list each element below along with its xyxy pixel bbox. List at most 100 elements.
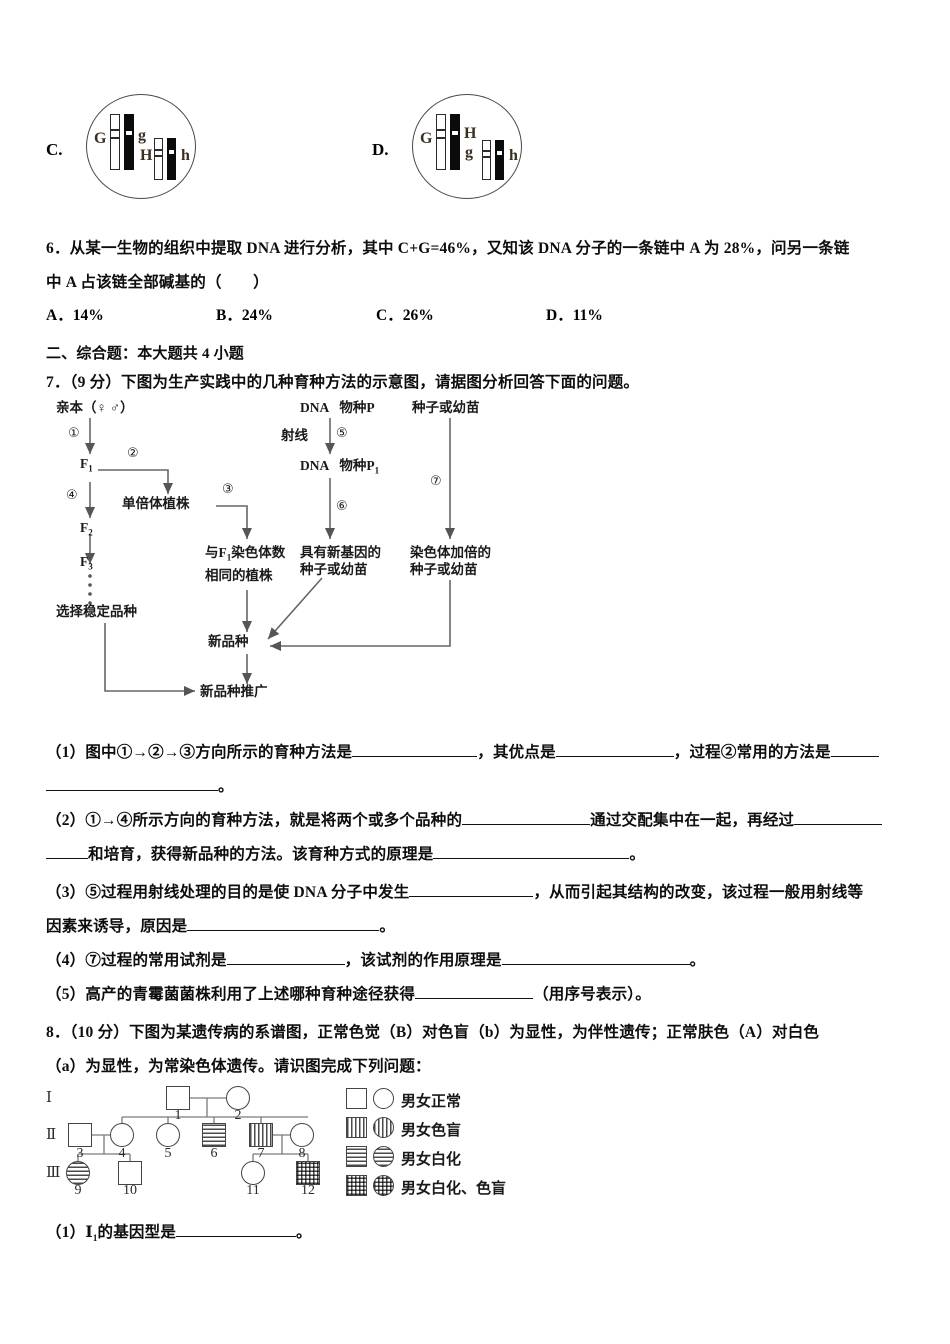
pedigree-number-7: 7 — [257, 1146, 265, 1161]
pedigree-number-2: 2 — [234, 1108, 242, 1123]
q7-sub2-part3: 和培育，获得新品种的方法。该育种方式的原理是 — [88, 846, 434, 863]
step-number-3: ③ — [222, 482, 234, 497]
answer-blank-10[interactable] — [501, 949, 690, 965]
legend-circle-normal — [373, 1088, 394, 1109]
option-d-label: D. — [372, 140, 389, 159]
answer-blank-8[interactable] — [187, 915, 380, 931]
gene-label-H-c: H — [140, 147, 153, 164]
pedigree-number-6: 6 — [210, 1146, 218, 1161]
q7-sub5-part2: （用序号表示）。 — [533, 986, 651, 1003]
answer-blank-7[interactable] — [409, 881, 534, 897]
option-d-figure: D. G H g h — [370, 92, 570, 200]
option-a-value: 14% — [72, 307, 104, 324]
q7-sub2-line2: 和培育，获得新品种的方法。该育种方式的原理是 。 — [46, 838, 645, 872]
node-stable-variety: 选择稳定品种 — [56, 604, 137, 619]
q7-sub3-part2: ，从而引起其结构的改变，该过程一般用射线等 — [533, 884, 864, 901]
step-number-7: ⑦ — [430, 474, 442, 489]
chromosome-short-black-d — [495, 140, 504, 180]
option-d-key: D． — [546, 307, 573, 324]
question7-stem: 7．（9 分）下图为生产实践中的几种育种方法的示意图，请据图分析回答下面的问题。 — [46, 374, 640, 391]
option-c-figure: C. G g H h — [44, 92, 244, 200]
q7-sub2-line1: （2）①→④所示方向的育种方法，就是将两个或多个品种的 通过交配集中在一起，再经过 — [46, 804, 926, 838]
q7-sub5: （5）高产的青霉菌菌株利用了上述哪种育种途径获得（用序号表示）。 — [46, 978, 651, 1012]
answer-blank-11[interactable] — [415, 983, 534, 999]
answer-blank-5[interactable] — [794, 809, 883, 825]
legend-label-colorblind: 男女色盲 — [401, 1123, 462, 1139]
q7-sub1-part3: ，过程②常用的方法是 — [673, 744, 831, 761]
node-f1: F1 — [80, 456, 93, 474]
node-new-variety: 新品种 — [208, 634, 249, 649]
pedigree-legend: 男女正常 男女色盲 男女白化 男女白化、色盲 — [346, 1086, 576, 1208]
answer-blank-4[interactable] — [462, 809, 591, 825]
answer-blank-3b[interactable] — [46, 775, 218, 791]
pedigree-individual-2 — [226, 1086, 250, 1110]
option-c-label: C. — [46, 140, 63, 159]
pedigree-individual-12 — [296, 1161, 320, 1185]
pedigree-individual-4 — [110, 1123, 134, 1147]
chromosome-short-white-c — [154, 138, 163, 180]
answer-blank-5b[interactable] — [46, 843, 88, 859]
pedigree-individual-7 — [249, 1123, 273, 1147]
question8-line2: （a）为显性，为常染色体遗传。请识图完成下列问题： — [46, 1058, 431, 1075]
cell-outline-d — [412, 94, 522, 199]
pedigree-number-12: 12 — [301, 1183, 315, 1198]
node-parent: 亲本（♀ ♂） — [56, 400, 134, 415]
q7-sub2-part2: 通过交配集中在一起，再经过 — [590, 812, 795, 829]
legend-label-normal: 男女正常 — [401, 1094, 462, 1110]
legend-square-normal — [346, 1088, 367, 1109]
cell-outline-c — [86, 94, 196, 199]
q8-sub1-part1: （1）Ⅰ1的基因型是 — [46, 1224, 177, 1244]
pedigree-individual-1 — [166, 1086, 190, 1110]
node-dna-species-p1: DNA 物种P1 — [300, 458, 380, 476]
answer-blank-3[interactable] — [830, 741, 879, 757]
node-same-chromosome-plant: 与F1染色体数相同的植株 — [205, 545, 286, 583]
answer-blank-6[interactable] — [433, 843, 630, 859]
gene-label-h-d: h — [509, 147, 518, 164]
q7-sub3-line2: 因素来诱导，原因是。 — [46, 910, 395, 944]
legend-square-colorblind — [346, 1117, 367, 1138]
legend-label-both: 男女白化、色盲 — [401, 1181, 507, 1197]
option-b[interactable]: B．24% — [216, 303, 273, 325]
gene-label-H-d: H — [464, 125, 477, 142]
q7-sub3-part1: （3）⑤过程用射线处理的目的是使 DNA 分子中发生 — [46, 884, 410, 901]
gene-label-G-c: G — [94, 130, 107, 147]
section2-heading: 二、综合题：本大题共 4 小题 — [46, 346, 245, 362]
option-d-value: 11% — [572, 307, 603, 324]
pedigree-individual-6 — [202, 1123, 226, 1147]
chromosome-long-white-d — [436, 114, 446, 170]
q7-sub2-part1: （2）①→④所示方向的育种方法，就是将两个或多个品种的 — [46, 812, 463, 829]
q7-sub1-part2: ，其优点是 — [477, 744, 556, 761]
legend-square-albinism — [346, 1146, 367, 1167]
node-rays: 射线 — [281, 428, 308, 443]
pedigree-individual-8 — [290, 1123, 314, 1147]
answer-blank-2[interactable] — [555, 741, 674, 757]
pedigree-individual-9 — [66, 1161, 90, 1185]
step-number-1: ① — [68, 426, 80, 441]
pedigree-individual-11 — [241, 1161, 265, 1185]
option-a[interactable]: A．14% — [46, 303, 104, 325]
step-number-5: ⑤ — [336, 426, 348, 441]
pedigree-number-4: 4 — [118, 1146, 126, 1161]
answer-blank-1[interactable] — [352, 741, 478, 757]
breeding-methods-diagram: 亲本（♀ ♂） F1 F2 F3 选择稳定品种 单倍体植株 与F1染色体数相同的… — [0, 396, 950, 716]
answer-blank-12[interactable] — [176, 1221, 297, 1237]
answer-blank-9[interactable] — [226, 949, 345, 965]
step-number-6: ⑥ — [336, 499, 348, 514]
option-c[interactable]: C．26% — [376, 303, 434, 325]
chromosome-long-white-c — [110, 114, 120, 170]
breeding-diagram-svg — [84, 418, 456, 697]
option-d[interactable]: D．11% — [546, 303, 603, 325]
gene-label-h-c: h — [181, 147, 190, 164]
q7-sub3-line1: （3）⑤过程用射线处理的目的是使 DNA 分子中发生 ，从而引起其结构的改变，该过… — [46, 876, 926, 910]
q7-sub3-part3: 因素来诱导，原因是 — [46, 918, 188, 935]
generation-label-II: Ⅱ — [46, 1127, 57, 1143]
q7-sub4-part1: （4）⑦过程的常用试剂是 — [46, 952, 227, 969]
q7-sub2-period: 。 — [629, 846, 646, 863]
node-f3: F3 — [80, 554, 93, 572]
legend-circle-both — [373, 1175, 394, 1196]
question6-line2: 中 A 占该链全部碱基的（ ） — [46, 274, 269, 291]
pedigree-number-9: 9 — [74, 1183, 82, 1198]
pedigree-number-11: 11 — [246, 1183, 260, 1198]
q7-sub4-part2: ，该试剂的作用原理是 — [344, 952, 502, 969]
